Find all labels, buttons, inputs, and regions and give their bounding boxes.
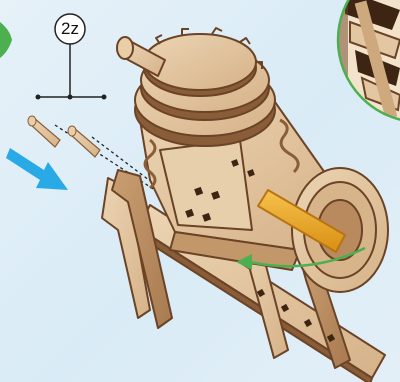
gear-stack bbox=[135, 28, 275, 146]
wooden-assembly bbox=[102, 28, 388, 382]
zoom-detail-inset bbox=[338, 0, 400, 122]
peg-part-2z-left bbox=[28, 116, 60, 147]
green-inset-edge bbox=[0, 22, 12, 58]
blue-direction-arrow-icon bbox=[6, 148, 68, 190]
peg-part-2z-right bbox=[68, 126, 100, 157]
part-number-label: 2z bbox=[54, 15, 86, 43]
